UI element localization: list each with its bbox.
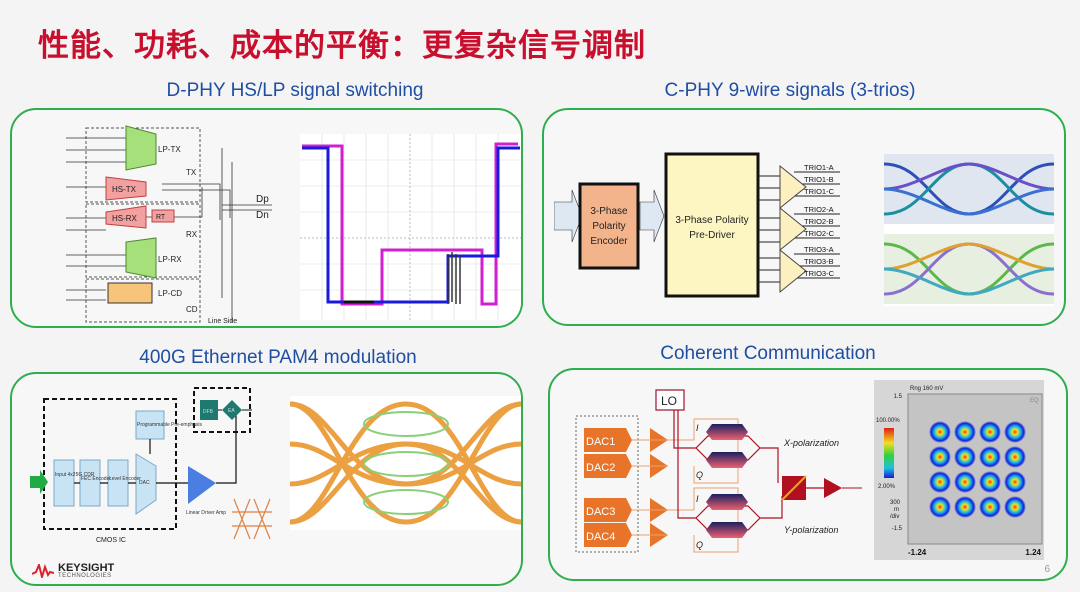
trio3-b-label: TRIO3-B (804, 257, 834, 266)
x-right-label: 1.24 (1025, 548, 1041, 557)
dp-label: Dp (256, 194, 269, 205)
page-number: 6 (1044, 564, 1050, 575)
constellation-point (929, 471, 951, 493)
x-left-label: -1.24 (908, 548, 927, 557)
predriver-label-2: Pre-Driver (689, 230, 735, 241)
predriver-label-1: 3-Phase Polarity (675, 215, 748, 226)
cphy-panel: 3-Phase Polarity Encoder 3-Phase Polarit… (542, 108, 1066, 326)
constellation-points (929, 421, 1026, 518)
encoder-label-1: 3-Phase (590, 206, 628, 217)
tx-label: TX (186, 168, 197, 177)
hs-rx-label: HS-RX (112, 214, 138, 223)
constellation-point (979, 421, 1001, 443)
hs-tx-label: HS-TX (112, 185, 137, 194)
i-label-y: I (696, 494, 699, 504)
constellation-point (954, 496, 976, 518)
trio3-a-label: TRIO3-A (804, 245, 834, 254)
rt-label: RT (156, 214, 166, 221)
scale-min-label: 2.00% (878, 484, 896, 490)
dfb-label: DFB (203, 409, 214, 415)
scale-max-label: 100.00% (876, 418, 900, 424)
coherent-block-diagram: LO DAC1 DAC2 DAC3 DAC4 I Q I Q X-polariz… (566, 386, 874, 556)
logo-sub: TECHNOLOGIES (58, 573, 112, 579)
cmos-ic-label: CMOS IC (96, 537, 126, 544)
trio1-c-label: TRIO1-C (804, 187, 835, 196)
constellation-point (954, 446, 976, 468)
pam4-block-diagram: Input 4x25G CDR FEC Encoder Level Encode… (26, 384, 286, 554)
y-bottom-label: -1.5 (892, 526, 903, 532)
constellation-diagram: Rng 160 mV 1.5 100.00% 2.00% 300 m /div … (874, 380, 1044, 560)
encoder-label-3: Encoder (590, 236, 628, 247)
constellation-point (1004, 496, 1026, 518)
cd-label: CD (186, 305, 198, 314)
constellation-point (1004, 421, 1026, 443)
lp-rx-label: LP-RX (158, 255, 182, 264)
div-label: /div (890, 514, 899, 520)
q-label-y: Q (696, 540, 703, 550)
trio3-c-label: TRIO3-C (804, 269, 835, 278)
encoder-label-2: Polarity (592, 221, 625, 232)
keysight-wave-icon (32, 564, 54, 578)
ea-label: EA (228, 408, 235, 414)
preemphasis-label: Programmable Pre-emphasis (137, 422, 203, 428)
level-encoder-label: Level Encoder (109, 476, 141, 482)
div-unit: m (894, 507, 899, 513)
dac3-label: DAC3 (586, 506, 615, 518)
constellation-point (954, 421, 976, 443)
y-top-label: 1.5 (894, 394, 903, 400)
lp-cd-label: LP-CD (158, 289, 182, 298)
dac1-label: DAC1 (586, 436, 615, 448)
i-label-x: I (696, 423, 699, 433)
constellation-point (979, 496, 1001, 518)
constellation-point (954, 471, 976, 493)
pam4-eye-diagram (290, 396, 521, 530)
lp-tx-label: LP-TX (158, 145, 181, 154)
dn-label: Dn (256, 210, 269, 221)
cphy-block-diagram: 3-Phase Polarity Encoder 3-Phase Polarit… (554, 150, 859, 300)
pam4-heading: 400G Ethernet PAM4 modulation (139, 347, 417, 368)
dphy-heading: D-PHY HS/LP signal switching (166, 80, 424, 101)
range-label: Rng 160 mV (910, 386, 943, 392)
eq-tag: EQ (1030, 398, 1039, 404)
x-polarization-label: X-polarization (783, 438, 839, 448)
constellation-point (1004, 471, 1026, 493)
amp-label: Linear Driver Amp (186, 510, 226, 516)
coherent-heading: Coherent Communication (660, 343, 876, 364)
trio1-a-label: TRIO1-A (804, 163, 834, 172)
cphy-eye-diagrams (884, 154, 1054, 306)
trio2-b-label: TRIO2-B (804, 217, 834, 226)
constellation-point (929, 446, 951, 468)
coherent-panel: LO DAC1 DAC2 DAC3 DAC4 I Q I Q X-polariz… (548, 368, 1068, 581)
constellation-point (1004, 446, 1026, 468)
dac4-label: DAC4 (586, 531, 615, 543)
logo-name: KEYSIGHT (58, 562, 115, 574)
rx-label: RX (186, 230, 198, 239)
trio1-b-label: TRIO1-B (804, 175, 834, 184)
dphy-waveform (300, 134, 521, 320)
div-value: 300 (890, 500, 901, 506)
dphy-block-diagram: LP-TX HS-TX HS-RX RT LP-RX LP-CD TX RX C… (26, 120, 286, 325)
q-label-x: Q (696, 470, 703, 480)
slide-title: 性能、功耗、成本的平衡：更复杂信号调制 (38, 28, 646, 64)
y-polarization-label: Y-polarization (784, 525, 838, 535)
dac-label: DAC (139, 480, 150, 486)
cdr-label: Input 4x25G CDR (55, 472, 95, 478)
constellation-point (929, 496, 951, 518)
pam4-panel: Input 4x25G CDR FEC Encoder Level Encode… (10, 372, 523, 586)
constellation-point (979, 471, 1001, 493)
dac2-label: DAC2 (586, 462, 615, 474)
trio2-c-label: TRIO2-C (804, 229, 835, 238)
constellation-point (979, 446, 1001, 468)
cphy-heading: C-PHY 9-wire signals (3-trios) (664, 80, 916, 101)
lo-label: LO (661, 394, 677, 408)
fec-encoder-label: FEC Encoder (81, 476, 111, 482)
trio2-a-label: TRIO2-A (804, 205, 834, 214)
dphy-panel: LP-TX HS-TX HS-RX RT LP-RX LP-CD TX RX C… (10, 108, 523, 328)
line-side-label: Line Side (208, 318, 237, 325)
constellation-point (929, 421, 951, 443)
